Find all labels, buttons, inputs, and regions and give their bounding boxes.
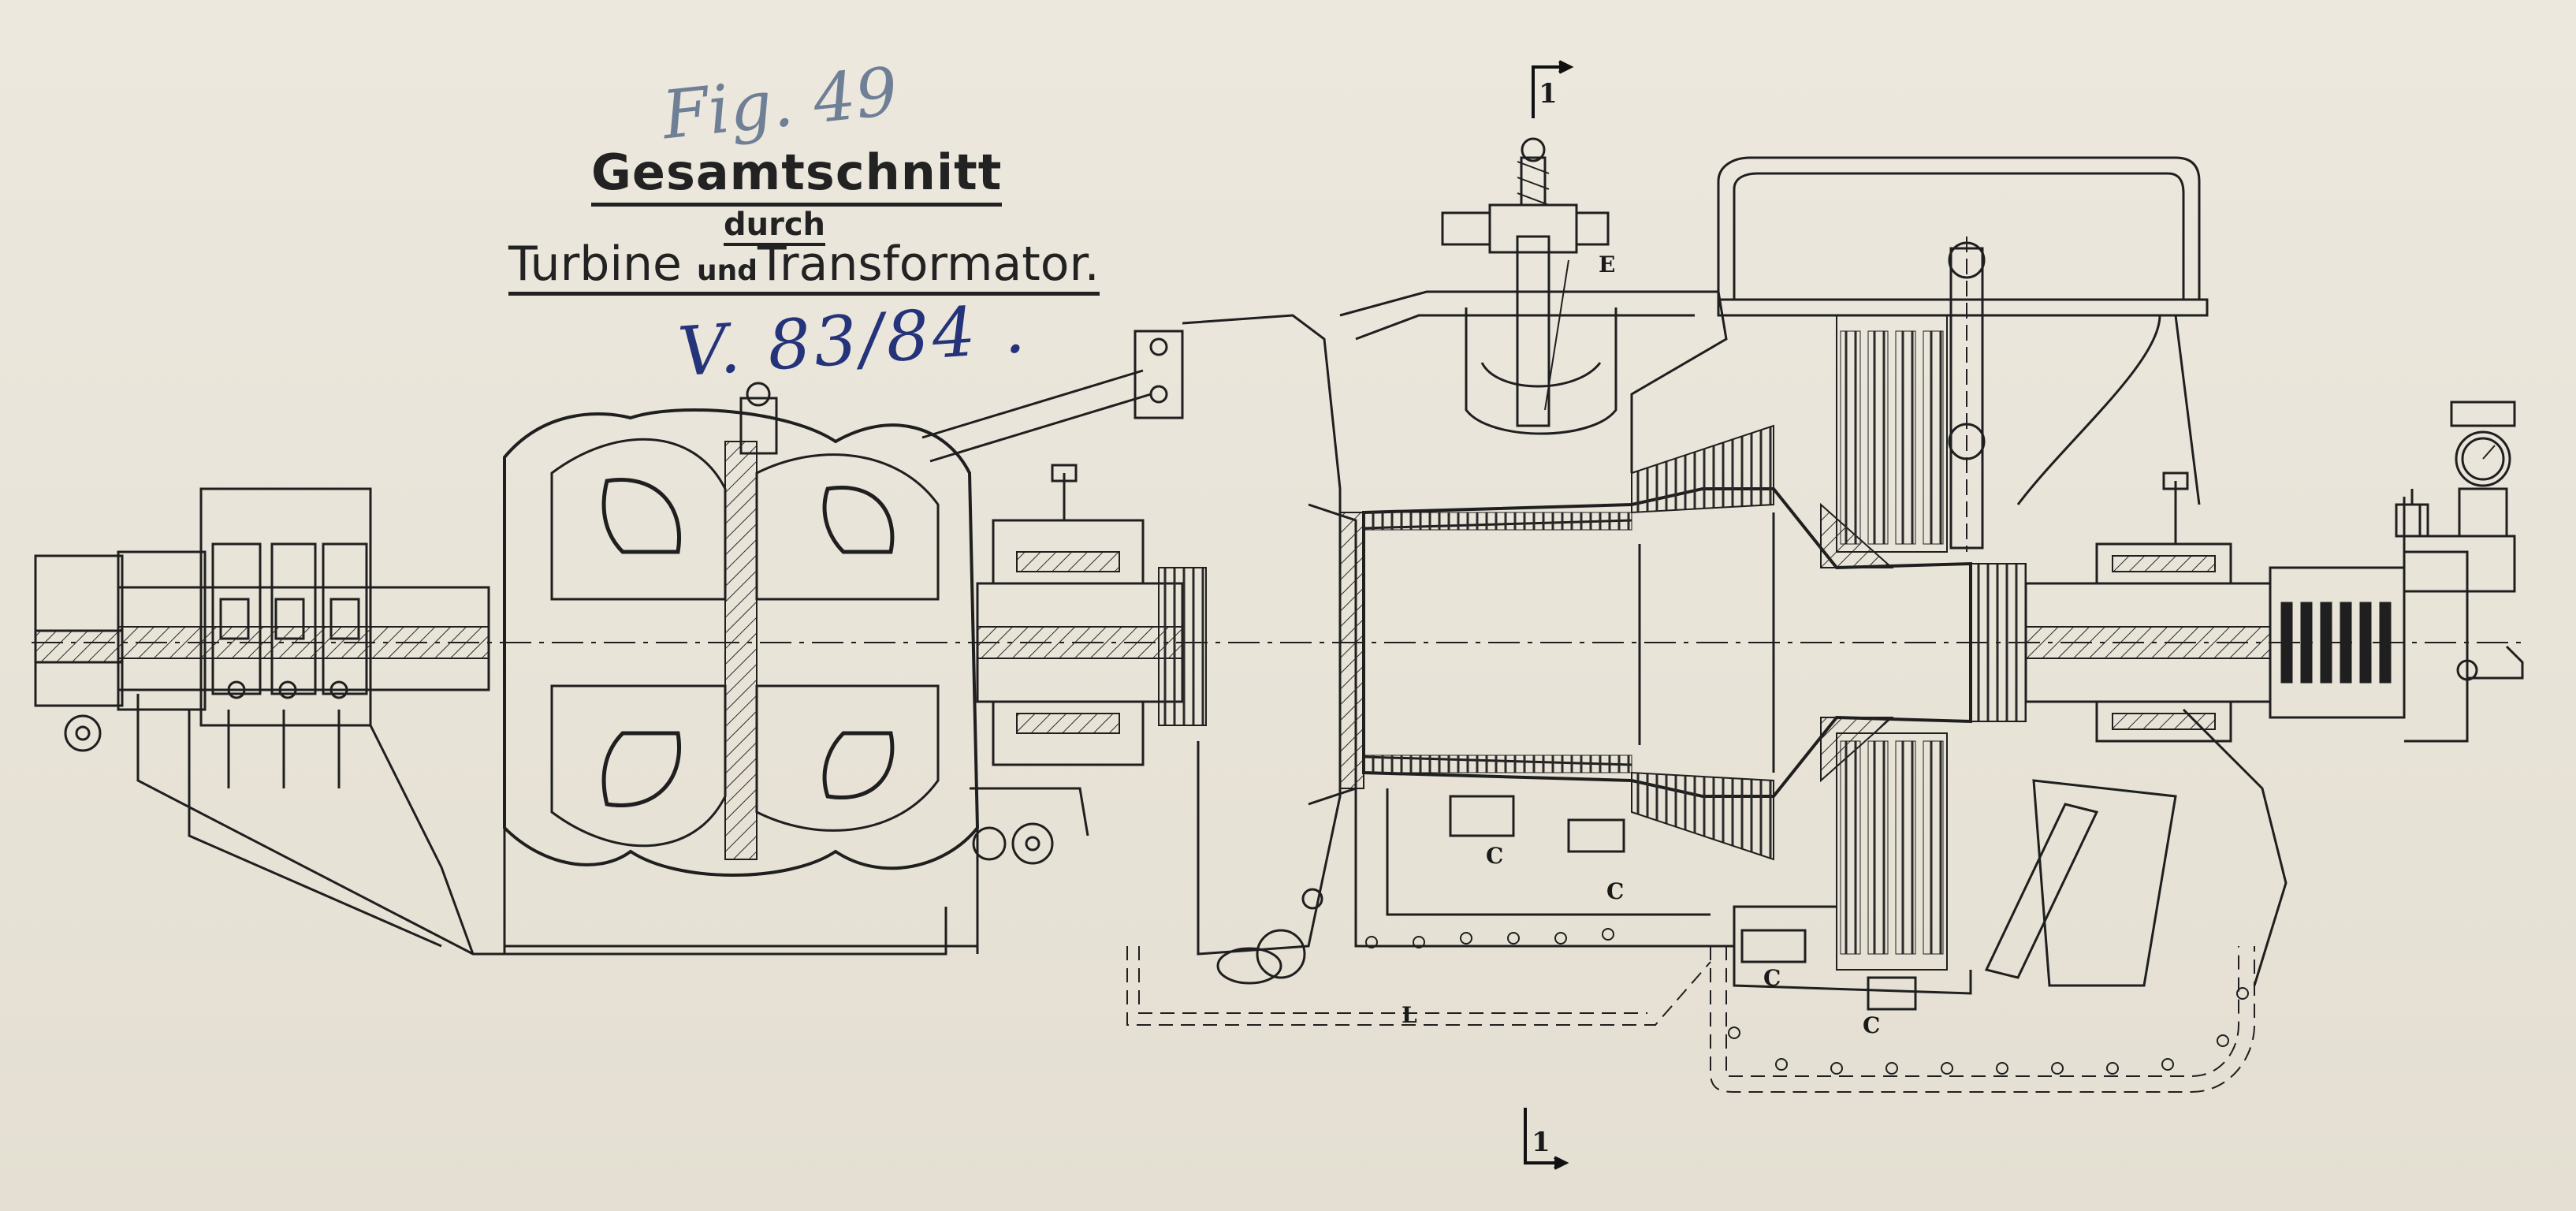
part-label-c-3: C xyxy=(1763,965,1781,991)
title-gesamtschnitt: Gesamtschnitt xyxy=(591,143,1003,207)
section-marker-bottom xyxy=(1524,1108,1569,1170)
section-marker-top-label: 1 xyxy=(1539,78,1558,110)
section-marker-top xyxy=(1532,60,1574,118)
title-transformator: Transformator. xyxy=(758,237,1100,292)
section-marker-bottom-label: 1 xyxy=(1532,1127,1550,1158)
part-label-c-4: C xyxy=(1863,1012,1880,1038)
title-und: und xyxy=(697,255,758,287)
title-turbine-transformator: Turbine undTransformator. xyxy=(508,237,1100,296)
title-durch: durch xyxy=(724,207,826,246)
part-label-e: E xyxy=(1599,252,1615,278)
part-label-l: L xyxy=(1402,1002,1417,1028)
part-label-c-1: C xyxy=(1486,843,1503,869)
part-label-c-2: C xyxy=(1606,878,1624,904)
title-turbine: Turbine xyxy=(508,237,682,292)
